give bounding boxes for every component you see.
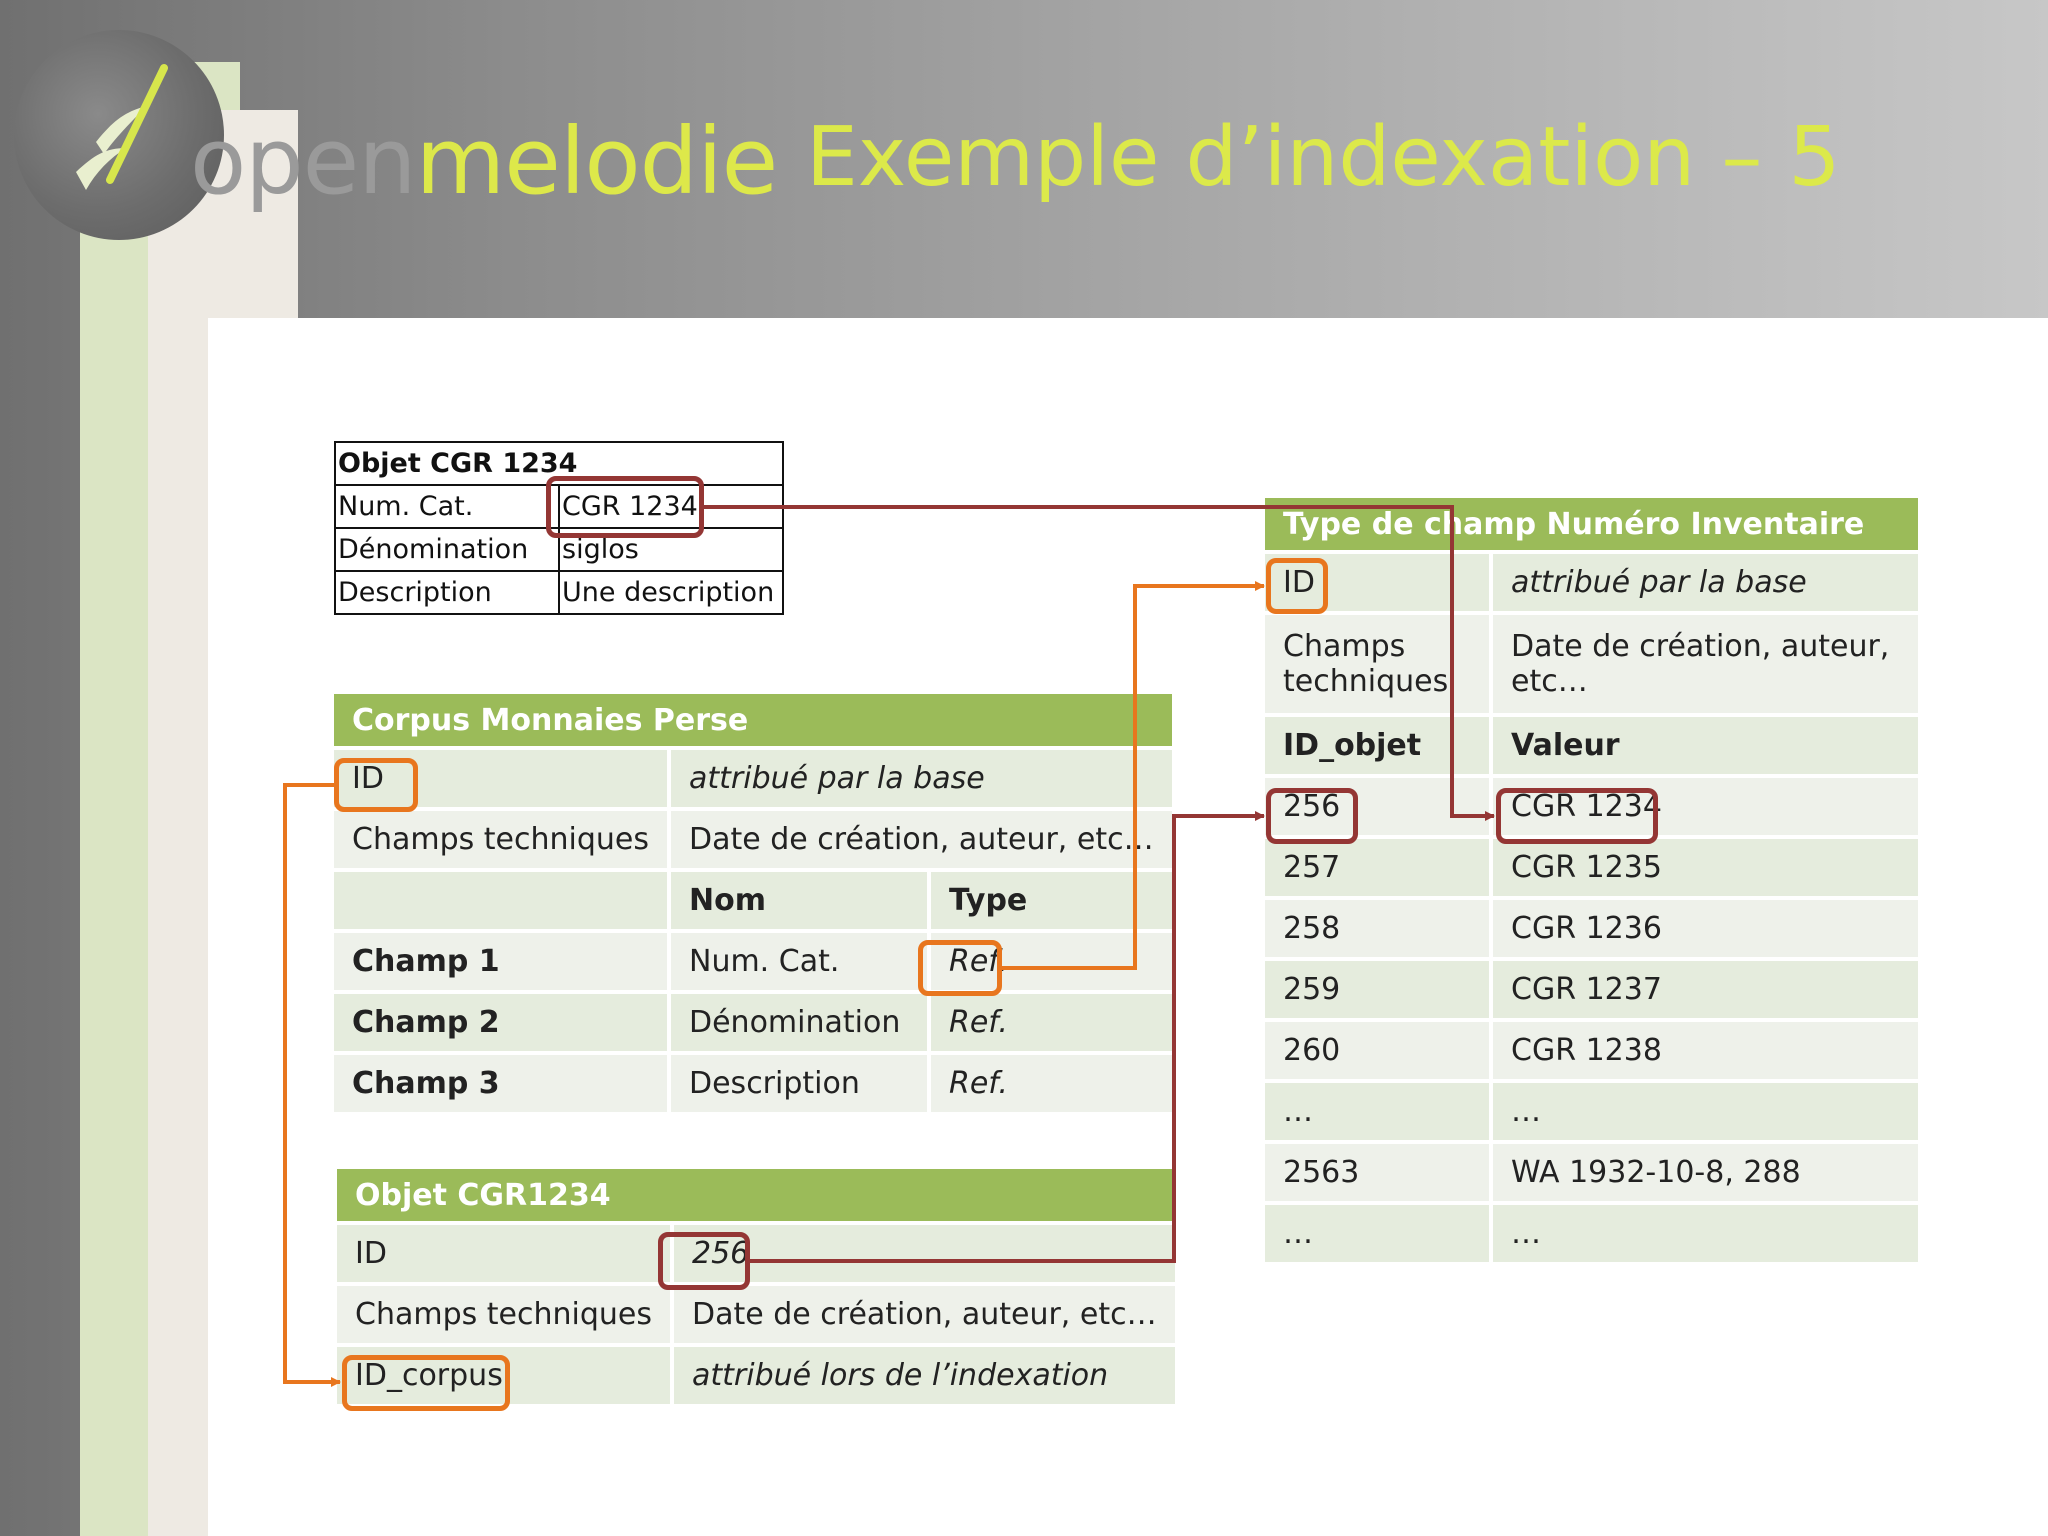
table-row: ID_objet Valeur xyxy=(1265,717,1918,774)
connector-256 xyxy=(750,811,1265,1263)
type-champ-row-id: 2563 xyxy=(1265,1144,1489,1201)
corpus-header: Corpus Monnaies Perse xyxy=(334,694,1172,746)
highlight-256 xyxy=(1266,788,1358,844)
type-champ-row-val: … xyxy=(1489,1205,1918,1262)
connector-corpus-id xyxy=(283,783,341,1387)
type-champ-row-id: … xyxy=(1265,1083,1489,1140)
type-champ-row-val: CGR 1237 xyxy=(1489,961,1918,1018)
highlight-objet-id-256 xyxy=(658,1232,750,1290)
corpus-col-nom: Nom xyxy=(667,872,927,929)
type-champ-row-val: CGR 1238 xyxy=(1489,1022,1918,1079)
corpus-tech-label: Champs techniques xyxy=(334,811,667,868)
type-champ-row-val: CGR 1235 xyxy=(1489,839,1918,896)
table-row: ID 256 xyxy=(337,1225,1175,1282)
object-card-key: Description xyxy=(334,570,560,615)
table-row: Nom Type xyxy=(334,872,1172,929)
table-row: Champs techniques Date de création, aute… xyxy=(334,811,1172,868)
objet-corpus-label: ID_corpus xyxy=(337,1347,670,1404)
corpus-field-name: Champ 2 xyxy=(334,994,667,1051)
objet-header: Objet CGR1234 xyxy=(337,1169,1175,1221)
object-card-key: Dénomination xyxy=(334,527,560,572)
table-row: Description Une description xyxy=(334,570,784,615)
corpus-field-nom: Description xyxy=(667,1055,927,1112)
objet-id-value: 256 xyxy=(670,1225,1175,1282)
type-champ-row-id: 259 xyxy=(1265,961,1489,1018)
table-row: Champs techniques Date de création, aute… xyxy=(337,1286,1175,1343)
logo-melodie-text: melodie xyxy=(415,108,779,215)
type-champ-row-val: WA 1932-10-8, 288 xyxy=(1489,1144,1918,1201)
connector-cgr1234 xyxy=(704,505,1495,821)
logo-circle-icon xyxy=(14,30,224,240)
table-row: …… xyxy=(1265,1083,1918,1140)
highlight-cgr1234-value xyxy=(1496,788,1658,844)
objet-id-label: ID xyxy=(337,1225,670,1282)
object-card-key: Num. Cat. xyxy=(334,484,560,529)
type-champ-row-val: … xyxy=(1489,1083,1918,1140)
corpus-field-type: Ref. xyxy=(927,994,1172,1051)
objet-table: Objet CGR1234 ID 256 Champs techniques D… xyxy=(337,1165,1175,1408)
type-champ-tech-value: Date de création, auteur,etc… xyxy=(1489,615,1918,713)
type-champ-table: Type de champ Numéro Inventaire ID attri… xyxy=(1265,494,1918,1266)
highlight-ref xyxy=(918,940,1002,996)
type-champ-tech-value-line2: etc… xyxy=(1511,664,1588,699)
corpus-field-type: Ref. xyxy=(927,1055,1172,1112)
type-champ-col-valeur: Valeur xyxy=(1489,717,1918,774)
table-row: ID_corpus attribué lors de l’indexation xyxy=(337,1347,1175,1404)
objet-tech-value: Date de création, auteur, etc… xyxy=(670,1286,1175,1343)
corpus-field-nom: Dénomination xyxy=(667,994,927,1051)
corpus-field-nom: Num. Cat. xyxy=(667,933,927,990)
type-champ-tech-label-line2: techniques xyxy=(1283,664,1449,699)
slide-title: Exemple d’indexation – 5 xyxy=(806,110,1841,205)
corpus-field-name: Champ 3 xyxy=(334,1055,667,1112)
table-row: …… xyxy=(1265,1205,1918,1262)
table-row: Champ 3 Description Ref. xyxy=(334,1055,1172,1112)
type-champ-row-id: … xyxy=(1265,1205,1489,1262)
corpus-field-name: Champ 1 xyxy=(334,933,667,990)
type-champ-row-id: 257 xyxy=(1265,839,1489,896)
type-champ-id-value: attribué par la base xyxy=(1489,554,1918,611)
type-champ-row-id: 260 xyxy=(1265,1022,1489,1079)
corpus-table: Corpus Monnaies Perse ID attribué par la… xyxy=(334,690,1172,1116)
type-champ-row-val: CGR 1236 xyxy=(1489,900,1918,957)
corpus-id-value: attribué par la base xyxy=(667,750,1172,807)
highlight-corpus-id xyxy=(334,758,418,812)
objet-tech-label: Champs techniques xyxy=(337,1286,670,1343)
highlight-cgr1234-card xyxy=(546,476,704,538)
type-champ-row-id: 258 xyxy=(1265,900,1489,957)
type-champ-row-val: CGR 1234 xyxy=(1489,778,1918,835)
highlight-type-champ-id xyxy=(1266,558,1328,614)
table-row: ID attribué par la base xyxy=(1265,554,1918,611)
type-champ-tech-label-line1: Champs xyxy=(1283,629,1406,664)
corpus-tech-value: Date de création, auteur, etc… xyxy=(667,811,1172,868)
objet-corpus-value: attribué lors de l’indexation xyxy=(670,1347,1175,1404)
connector-ref-to-id xyxy=(1002,581,1265,970)
corpus-col-type: Type xyxy=(927,872,1172,929)
object-card-value: Une description xyxy=(558,570,784,615)
corpus-empty-cell xyxy=(334,872,667,929)
table-row: Champ 2 Dénomination Ref. xyxy=(334,994,1172,1051)
type-champ-tech-value-line1: Date de création, auteur, xyxy=(1511,629,1890,664)
logo-open-text: open xyxy=(190,108,417,215)
highlight-id-corpus xyxy=(342,1355,510,1411)
logo-wordmark: openmelodie xyxy=(190,108,779,215)
